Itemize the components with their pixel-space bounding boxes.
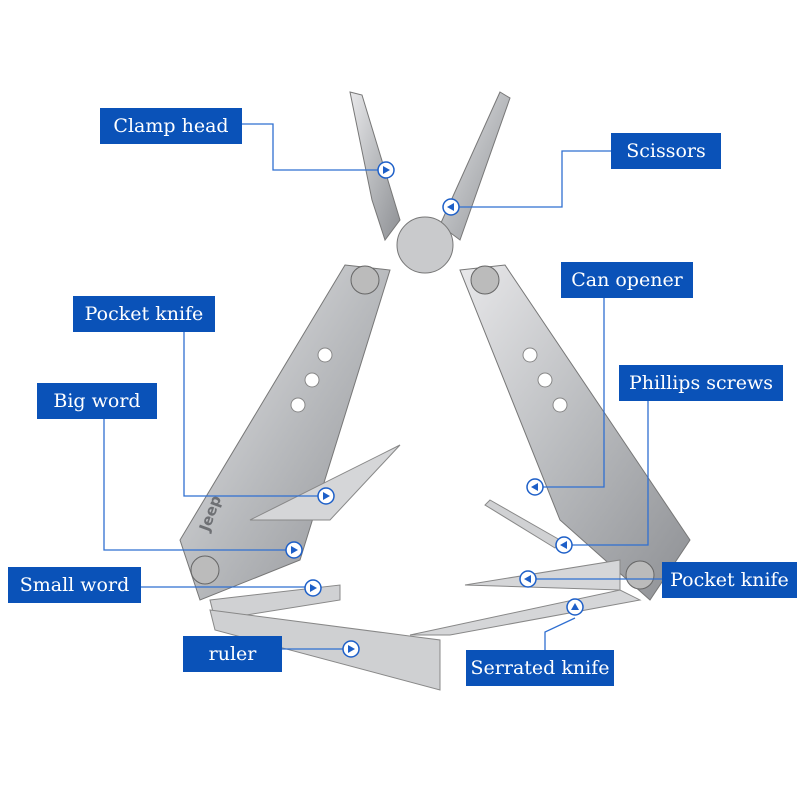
label-pocket-knife-right: Pocket knife bbox=[662, 562, 797, 598]
label-serrated-knife: Serrated knife bbox=[466, 650, 614, 686]
left-pocket-knife-blade bbox=[249, 444, 401, 521]
label-phillips-screws: Phillips screws bbox=[619, 365, 783, 401]
arrow-markers bbox=[285, 161, 584, 658]
phillips-screwdriver bbox=[484, 499, 561, 549]
arrow-right-icon bbox=[304, 579, 322, 597]
rivet bbox=[350, 265, 380, 295]
label-pocket-knife-left: Pocket knife bbox=[73, 296, 215, 332]
rivet bbox=[625, 560, 655, 590]
left-jaw bbox=[349, 91, 401, 242]
arrow-left-icon bbox=[555, 536, 573, 554]
arrow-left-icon bbox=[442, 198, 460, 216]
arrow-right-icon bbox=[342, 640, 360, 658]
right-pocket-knife-blade bbox=[464, 559, 621, 591]
rivet bbox=[470, 265, 500, 295]
serrated-knife-blade bbox=[409, 589, 642, 636]
pivot bbox=[396, 216, 454, 274]
arrow-right-icon bbox=[285, 541, 303, 559]
left-handle bbox=[179, 264, 391, 601]
rivet bbox=[190, 555, 220, 585]
label-can-opener: Can opener bbox=[561, 262, 693, 298]
arrow-right-icon bbox=[317, 487, 335, 505]
arrow-right-icon bbox=[377, 161, 395, 179]
label-clamp-head: Clamp head bbox=[100, 108, 242, 144]
label-ruler: ruler bbox=[183, 636, 282, 672]
label-big-word: Big word bbox=[37, 383, 157, 419]
handle-holes bbox=[290, 347, 568, 413]
arrow-up-icon bbox=[566, 598, 584, 616]
ruler-blade bbox=[209, 609, 441, 691]
right-jaw bbox=[439, 91, 511, 241]
arrow-left-icon bbox=[519, 570, 537, 588]
label-scissors: Scissors bbox=[611, 133, 721, 169]
right-handle bbox=[459, 264, 691, 601]
connector-lines bbox=[103, 123, 662, 650]
arrow-left-icon bbox=[526, 478, 544, 496]
label-small-word: Small word bbox=[8, 567, 141, 603]
